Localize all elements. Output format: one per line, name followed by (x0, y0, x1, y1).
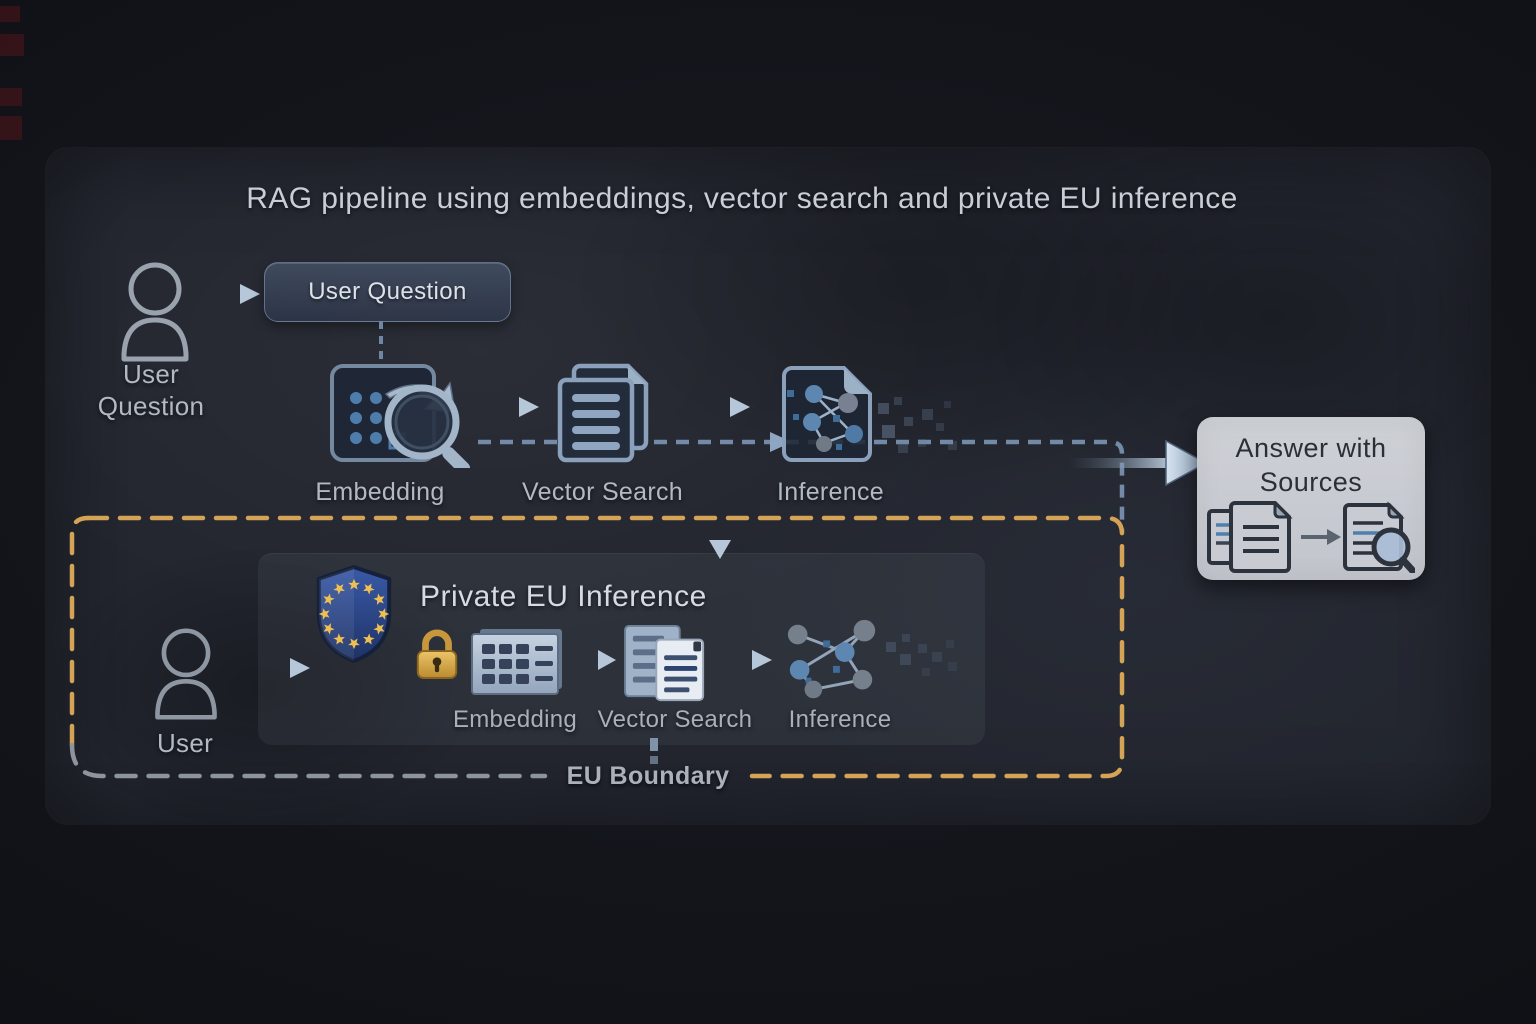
arrow-to-answer (1070, 439, 1208, 487)
eu-boundary-border (69, 515, 1125, 779)
top-actor-label: User Question (76, 358, 226, 422)
answer-box-title: Answer with Sources (1197, 431, 1425, 499)
eu-vector-search-icon (624, 624, 705, 702)
arrow-down-to-eu (709, 484, 731, 559)
top-actor-label-line1: User (122, 359, 180, 389)
document-magnifier-icon (1343, 501, 1415, 573)
pixel-dissolve-decoration (886, 634, 957, 676)
eu-actor-label: User (156, 728, 214, 758)
arrow-vectorsearch-to-inference (674, 397, 750, 417)
lock-icon (416, 629, 458, 679)
arrow-user-to-question (202, 284, 260, 304)
eu-step-embedding-label: Embedding (452, 706, 578, 733)
eu-shield-icon (316, 565, 392, 663)
user-question-box-label: User Question (308, 278, 467, 305)
eu-step-vectorsearch-label: Vector Search (597, 706, 753, 733)
eu-embedding-icon (471, 629, 562, 695)
embedding-icon (330, 364, 470, 468)
arrow-user-to-shield (228, 658, 310, 678)
user-icon (121, 262, 189, 362)
question-to-embedding-connector (379, 321, 383, 363)
eu-inference-icon (787, 619, 876, 699)
inference-icon (782, 366, 872, 462)
eu-step-inference-label: Inference (788, 706, 892, 733)
private-eu-heading: Private EU Inference (420, 580, 707, 613)
answer-sources-icons (1207, 501, 1415, 573)
vector-search-icon (557, 363, 649, 463)
edge-artifact (0, 88, 22, 106)
answer-title-line2: Sources (1259, 467, 1363, 497)
panel-boundary-connector (650, 738, 658, 764)
diagram-title: RAG pipeline using embeddings, vector se… (246, 182, 1238, 215)
answer-box: Answer with Sources (1197, 417, 1425, 580)
edge-artifact (0, 6, 20, 22)
edge-artifact (0, 116, 22, 140)
eu-user-icon (155, 628, 217, 720)
eu-boundary-label: EU Boundary (566, 762, 730, 790)
arrow-eu-embedding-to-vs (572, 650, 616, 670)
top-step-inference-label: Inference (777, 478, 884, 506)
user-question-box: User Question (264, 262, 511, 322)
top-actor-label-line2: Question (97, 391, 205, 421)
top-step-vectorsearch-label: Vector Search (522, 478, 683, 506)
small-arrow-icon (1301, 529, 1341, 545)
documents-pair-icon (1207, 501, 1293, 573)
arrow-eu-vs-to-inference (720, 650, 772, 670)
answer-title-line1: Answer with (1235, 433, 1387, 463)
dashed-flow-line (478, 432, 1125, 532)
arrow-embedding-to-vectorsearch (479, 397, 539, 417)
edge-artifact (0, 34, 24, 56)
pixel-dissolve-decoration (878, 397, 957, 453)
top-step-embedding-label: Embedding (315, 478, 445, 506)
